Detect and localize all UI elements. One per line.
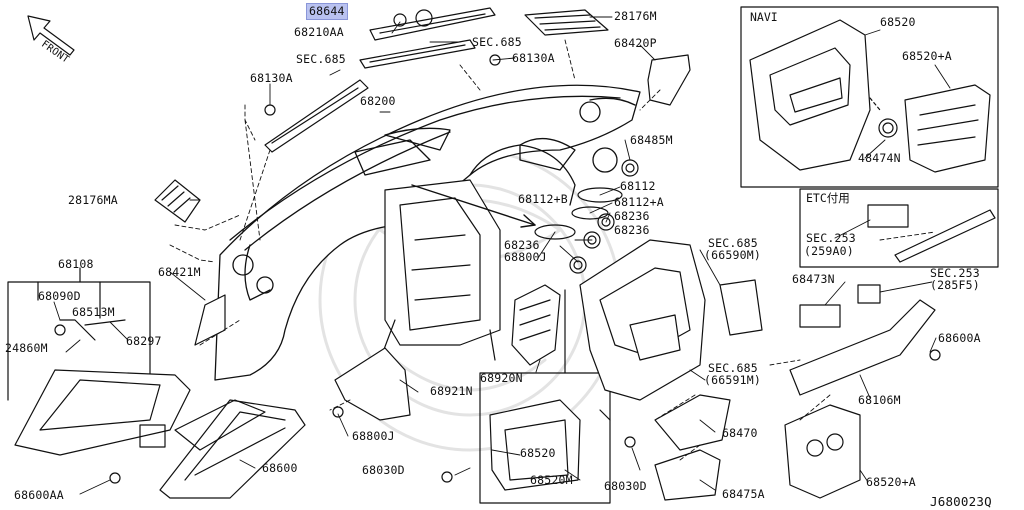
- part-label-68520-navi: 68520: [880, 15, 916, 29]
- part-label-28176M: 28176M: [614, 9, 657, 23]
- part-label-68473N: 68473N: [792, 272, 835, 286]
- part-68420P-shape: [647, 54, 691, 106]
- leader-lines: [53, 16, 951, 495]
- part-label-68470: 68470: [722, 426, 758, 440]
- part-label-68800J-b: 68800J: [352, 429, 395, 443]
- center-cluster-panel-shape: [579, 239, 763, 401]
- part-label-68030D-a: 68030D: [362, 463, 405, 477]
- defroster-grille-shape: [264, 7, 496, 153]
- section-label-685-d: SEC.685: [708, 361, 758, 375]
- etc-box-title: ETC付用: [806, 191, 850, 205]
- console-bracket-guide: [564, 289, 611, 421]
- section-label-253-b: SEC.253: [930, 266, 980, 280]
- part-label-68520A-bottom: 68520+A: [866, 475, 916, 489]
- screw-68600A: [929, 349, 941, 361]
- part-label-68030D-b: 68030D: [604, 479, 647, 493]
- part-label-68485M: 68485M: [630, 133, 673, 147]
- knob-68236: [597, 213, 615, 231]
- part-label-68236-a: 68236: [614, 209, 650, 223]
- part-label-68520A-navi: 68520+A: [902, 49, 952, 63]
- section-label-685-b: SEC.685: [296, 52, 346, 66]
- center-stack-structure: [379, 179, 501, 361]
- part-label-68421M: 68421M: [158, 265, 201, 279]
- navi-box-title: NAVI: [750, 10, 778, 24]
- part-label-68236-b: 68236: [614, 223, 650, 237]
- part-label-68513M: 68513M: [72, 305, 115, 319]
- part-label-68112B: 68112+B: [518, 192, 568, 206]
- part-label-68600: 68600: [262, 461, 298, 475]
- part-label-68920N: 68920N: [480, 371, 523, 385]
- section-label-685-d-sub: (66591M): [704, 373, 761, 387]
- glovebox-bracket-lines: [7, 267, 151, 411]
- section-label-685-a: SEC.685: [472, 35, 522, 49]
- part-label-68106M: 68106M: [858, 393, 901, 407]
- part-label-68600AA: 68600AA: [14, 488, 64, 502]
- glovebox-assembly-shape: [14, 319, 191, 456]
- glovebox-68600-shape: [159, 399, 306, 499]
- vent-68421M-shape: [194, 294, 226, 346]
- screw-68030D: [624, 436, 636, 448]
- part-label-24860M: 24860M: [5, 341, 48, 355]
- navi-box-frame: [740, 6, 999, 188]
- part-label-68130A-a: 68130A: [512, 51, 555, 65]
- module-285F5: [857, 284, 881, 304]
- module-68473N: [799, 304, 841, 328]
- section-label-685-c-sub: (66590M): [704, 248, 761, 262]
- part-label-68090D: 68090D: [38, 289, 81, 303]
- part-label-68921N: 68921N: [430, 384, 473, 398]
- section-label-253-a-sub: (259A0): [804, 244, 854, 258]
- section-label-685-c: SEC.685: [708, 236, 758, 250]
- section-label-253-a: SEC.253: [806, 231, 856, 245]
- part-label-68108: 68108: [58, 257, 94, 271]
- part-label-68520M: 68520M: [530, 473, 573, 487]
- part-label-68210AA: 68210AA: [294, 25, 344, 39]
- part-label-68644: 68644: [306, 3, 348, 20]
- part-label-68520-main: 68520: [520, 446, 556, 460]
- part-label-68600A: 68600A: [938, 331, 981, 345]
- part-label-68112: 68112: [620, 179, 656, 193]
- front-arrow-icon: [27, 15, 75, 56]
- drawing-id: J680023Q: [930, 494, 992, 509]
- section-label-253-b-sub: (285F5): [930, 278, 980, 292]
- switch-48474N: [878, 118, 898, 138]
- part-label-68130A-b: 68130A: [250, 71, 293, 85]
- part-label-68475A: 68475A: [722, 487, 765, 501]
- vent-68112B: [534, 224, 576, 240]
- part-label-68200: 68200: [360, 94, 396, 108]
- trim-68106M-shape: [789, 299, 936, 396]
- leader-arrow: [411, 184, 536, 226]
- pocket-68470-shape: [654, 394, 731, 451]
- trim-68921N-shape: [334, 347, 411, 421]
- etc-unit-shape: [867, 204, 909, 228]
- console-unit-68520-shape: [489, 399, 581, 491]
- part-label-68297: 68297: [126, 334, 162, 348]
- console-bracket-frame: [479, 372, 611, 504]
- pocket-68475A-shape: [654, 449, 721, 501]
- navi-unit-68520-shape: [749, 19, 871, 171]
- dashed-reference-lines: [169, 39, 936, 461]
- control-panel-68520A-shape: [904, 84, 991, 173]
- part-label-48474N: 48474N: [858, 151, 901, 165]
- bracket-68920N-shape: [511, 284, 561, 366]
- part-label-28176MA: 28176MA: [68, 193, 118, 207]
- part-label-68800J-a: 68800J: [504, 250, 547, 264]
- shelf-68600-upper: [174, 399, 266, 451]
- part-label-68236-c: 68236: [504, 238, 540, 252]
- ring-68485M: [621, 159, 639, 177]
- etc-box-frame: [799, 188, 999, 268]
- part-label-68420P: 68420P: [614, 36, 657, 50]
- part-label-68112A: 68112+A: [614, 195, 664, 209]
- dashboard-panel-shape: [214, 84, 641, 381]
- vent-68112: [577, 187, 623, 203]
